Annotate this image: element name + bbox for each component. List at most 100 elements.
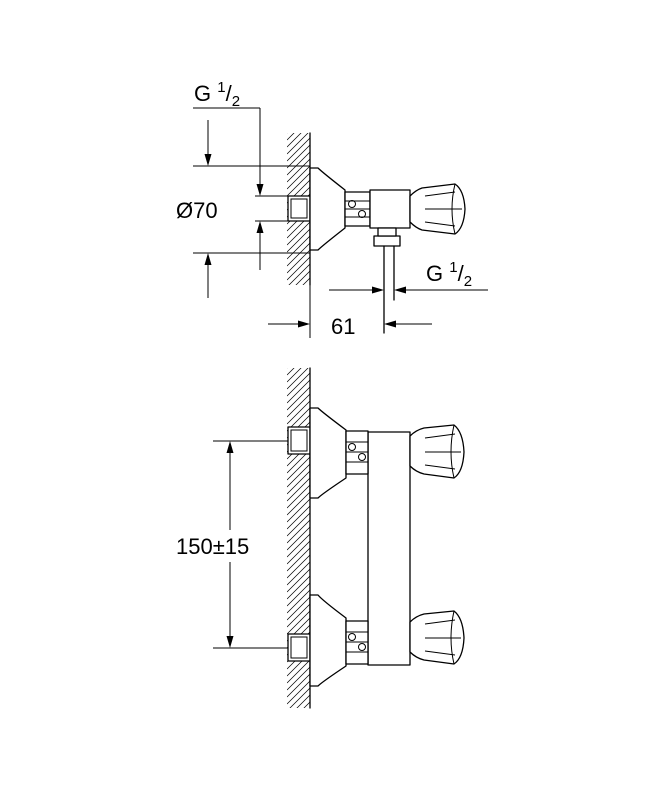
hatch-line [287, 568, 310, 593]
arrow-61-right [298, 320, 310, 328]
hatch-line [287, 716, 310, 739]
hatch-line [289, 687, 310, 708]
hatch-line [287, 379, 310, 404]
arrow-outlet-left [394, 286, 406, 294]
hatch-line [287, 659, 310, 684]
upper-handle-rib-1 [424, 433, 456, 439]
hatch-line [287, 498, 310, 523]
label-inlet-thread: G 1/2 [194, 79, 240, 110]
hatch-line [287, 554, 310, 579]
arrow-G-down [256, 184, 264, 196]
hatch-line [287, 256, 310, 281]
hatch-line [287, 582, 310, 607]
lower-handle-cap [450, 610, 455, 665]
outlet-neck-top [377, 227, 397, 237]
hatch-line [287, 561, 310, 586]
hatch-line [287, 709, 310, 732]
hatch-line [287, 456, 310, 481]
hatch-line [287, 133, 309, 155]
handle-rib-1 [424, 191, 456, 197]
hatch-line [287, 221, 310, 246]
outlet-fitting-top [373, 235, 401, 247]
handle-cap-top [451, 183, 456, 235]
lower-inlet-nipple-inner [290, 636, 308, 659]
label-flange-diameter: Ø70 [176, 198, 218, 223]
top-view: G 1/2 Ø70 G 1/2 61 [176, 79, 488, 339]
arrow-outlet-right [372, 286, 384, 294]
hatch-line [287, 393, 310, 418]
hatch-line [287, 400, 310, 425]
inlet-nipple-inner-top [290, 198, 308, 219]
front-view: 150±15 [176, 338, 465, 760]
nut-circle-a [348, 200, 356, 208]
lower-nut-circle-b [358, 643, 366, 651]
upper-flange [309, 407, 347, 499]
hatch-line [287, 575, 310, 600]
hatch-line [287, 133, 302, 148]
hatch-line [287, 610, 310, 635]
arrow-dia-down [204, 154, 212, 166]
hatch-line [288, 263, 310, 285]
hatch-line [287, 338, 310, 361]
hatch-line [287, 491, 310, 516]
hatch-line [287, 730, 310, 753]
hatch-line [287, 589, 310, 614]
lower-handle-rib-3 [424, 650, 456, 656]
arrow-G-up [256, 221, 264, 233]
hatch-line [287, 242, 310, 267]
hatch-line [309, 284, 310, 285]
arrow-150-up [226, 441, 234, 453]
hatch-line [287, 144, 310, 169]
label-centre-distance: 150±15 [176, 534, 249, 559]
hatch-line [287, 158, 310, 183]
hatch-line [287, 526, 310, 551]
upper-handle-cap [450, 424, 455, 479]
hatch-line [287, 235, 310, 260]
hatch-line [287, 533, 310, 558]
hatch-line [287, 249, 310, 274]
hatch-line [287, 477, 310, 502]
hatch-line [287, 172, 310, 197]
hatch-line [287, 666, 310, 691]
hatch-line [295, 270, 310, 285]
label-outlet-thread: G 1/2 [426, 259, 472, 290]
hatch-line [287, 151, 310, 176]
hatch-line [302, 277, 310, 285]
nut-circle-b [358, 210, 366, 218]
label-projection: 61 [331, 314, 355, 339]
valve-body-top [369, 189, 411, 229]
upper-handle-rib-3 [424, 464, 456, 470]
hatch-line [287, 103, 310, 126]
hatch-line [287, 603, 310, 628]
hatch-line [287, 165, 310, 190]
lower-handle-rib-1 [424, 619, 456, 625]
upper-nut-circle-a [348, 443, 356, 451]
upper-nut-circle-b [358, 453, 366, 461]
upper-inlet-nipple-inner [290, 429, 308, 452]
hatch-line [296, 694, 310, 708]
hatch-line [287, 680, 310, 705]
hatch-line [303, 701, 310, 708]
flange-top [309, 167, 346, 251]
handle-rib-3 [424, 221, 456, 227]
hatch-line [287, 228, 310, 253]
hatch-line [287, 512, 310, 537]
hatch-line [287, 133, 295, 141]
hatch-line [287, 540, 310, 565]
hatch-line [287, 519, 310, 544]
hatch-line [287, 372, 310, 397]
hatch-line [287, 368, 302, 383]
hatch-line [287, 386, 310, 411]
hatch-line [287, 133, 288, 134]
hatch-line [287, 547, 310, 572]
hatch-line [287, 368, 288, 369]
hatch-line [287, 505, 310, 530]
hatch-line [287, 368, 309, 390]
hatch-line [287, 368, 295, 376]
lower-nut-circle-a [348, 633, 356, 641]
lower-flange [309, 594, 347, 687]
hatch-line [287, 737, 310, 760]
hatch-line [287, 292, 310, 315]
arrow-61-left [384, 320, 396, 328]
